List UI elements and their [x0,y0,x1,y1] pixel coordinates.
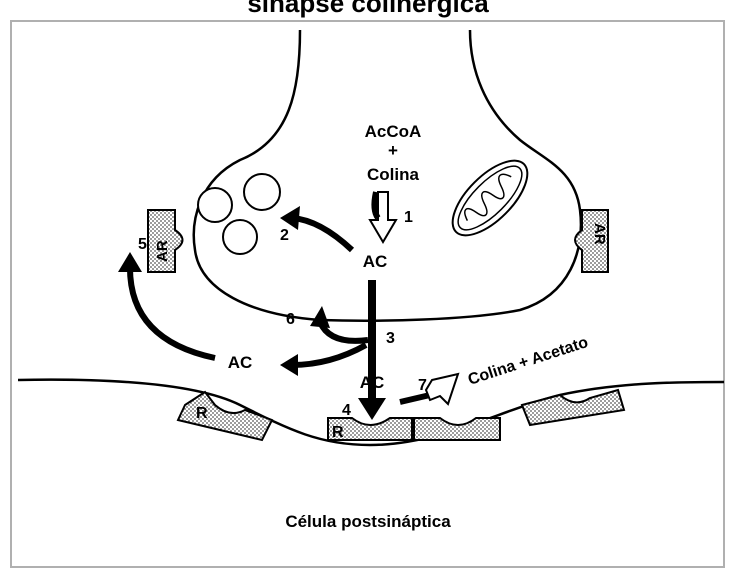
hydrolysis-arrowhead [426,374,458,404]
diffusion-arrow [292,345,366,365]
step-number-7: 7 [418,377,427,394]
step-number-2: 2 [280,227,289,244]
postsynaptic-cell-label: Célula postsináptica [285,512,451,531]
autoreceptor-label: AR [591,223,608,245]
release-arrowhead [358,398,386,420]
synaptic-vesicle [223,220,257,254]
autoreceptor-arrow [130,268,215,358]
step-number-5: 5 [138,236,147,253]
storage-arrow [292,218,352,250]
hydrolysis-arrow [400,395,430,402]
transmitter-label-cleft: AC [360,373,385,392]
receptor-label: R [196,405,208,422]
autoreceptor-arrowhead [118,252,142,272]
autoreceptor-left: AR [148,210,183,272]
step-number-6: 6 [286,311,295,328]
substrate-choline: Colina [367,165,419,184]
substrate-acetyl-coa: AcCoA [365,122,422,141]
autoreceptor-label: AR [154,240,171,262]
transmitter-label-cytoplasm: AC [363,252,388,271]
postsynaptic-receptor: R [328,418,412,441]
diffusion-arrowhead [280,354,298,376]
step-number-1: 1 [404,209,413,226]
receptor-label: R [332,424,344,441]
products-label: Colina + Acetato [466,334,591,389]
mitochondrion [441,149,540,248]
postsynaptic-receptor [522,390,624,425]
postsynaptic-receptor [414,418,500,440]
synaptic-vesicle [244,174,280,210]
substrate-plus-sign: + [388,141,398,160]
return-arrowhead [310,306,330,328]
step-number-4: 4 [342,402,351,419]
transmitter-label-extracellular: AC [228,353,253,372]
synaptic-vesicle [198,188,232,222]
step-number-3: 3 [386,330,395,347]
